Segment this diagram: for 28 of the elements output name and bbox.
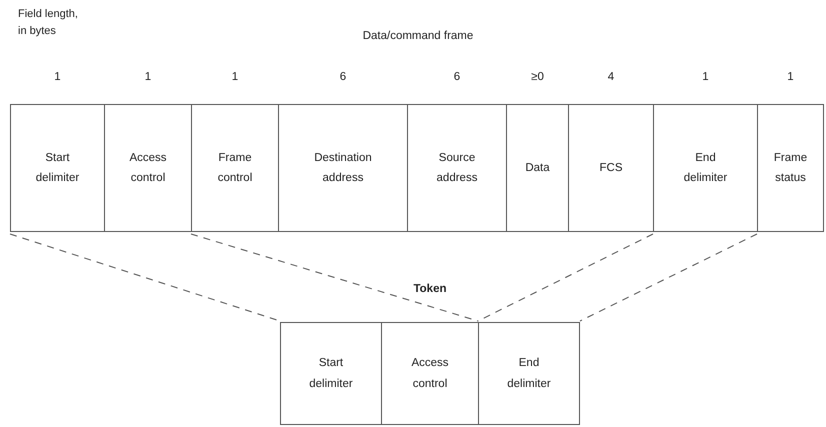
field-length: 1 xyxy=(786,71,795,83)
field-name: Access control xyxy=(410,356,450,392)
projection-line xyxy=(478,234,654,322)
field-length: 6 xyxy=(452,71,462,83)
field-length: 1 xyxy=(701,71,710,83)
field-name: Frame status xyxy=(772,150,808,186)
field-name: FCS xyxy=(598,160,624,176)
field-name: End delimiter xyxy=(506,356,552,392)
field-name: Start delimiter xyxy=(308,356,354,392)
field-length: 6 xyxy=(338,71,348,83)
field-name: Destination address xyxy=(313,150,373,186)
field-name: Start delimiter xyxy=(34,150,80,186)
field-cell xyxy=(478,322,580,425)
field-length: 4 xyxy=(606,71,616,83)
axis-note: Field length, in bytes xyxy=(18,7,79,38)
field-name: End delimiter xyxy=(682,150,728,186)
frame-title: Token xyxy=(412,283,448,295)
field-name: Data xyxy=(524,160,551,176)
field-length: 1 xyxy=(53,71,62,83)
field-name: Source address xyxy=(436,150,478,186)
field-name: Access control xyxy=(128,150,168,186)
projection-line xyxy=(190,234,478,322)
projection-line xyxy=(580,234,758,322)
field-length: ≥0 xyxy=(530,71,545,83)
field-name: Frame control xyxy=(216,150,254,186)
frame-title: Data/command frame xyxy=(362,30,474,42)
field-length: 1 xyxy=(230,71,240,83)
field-length: 1 xyxy=(144,71,152,83)
